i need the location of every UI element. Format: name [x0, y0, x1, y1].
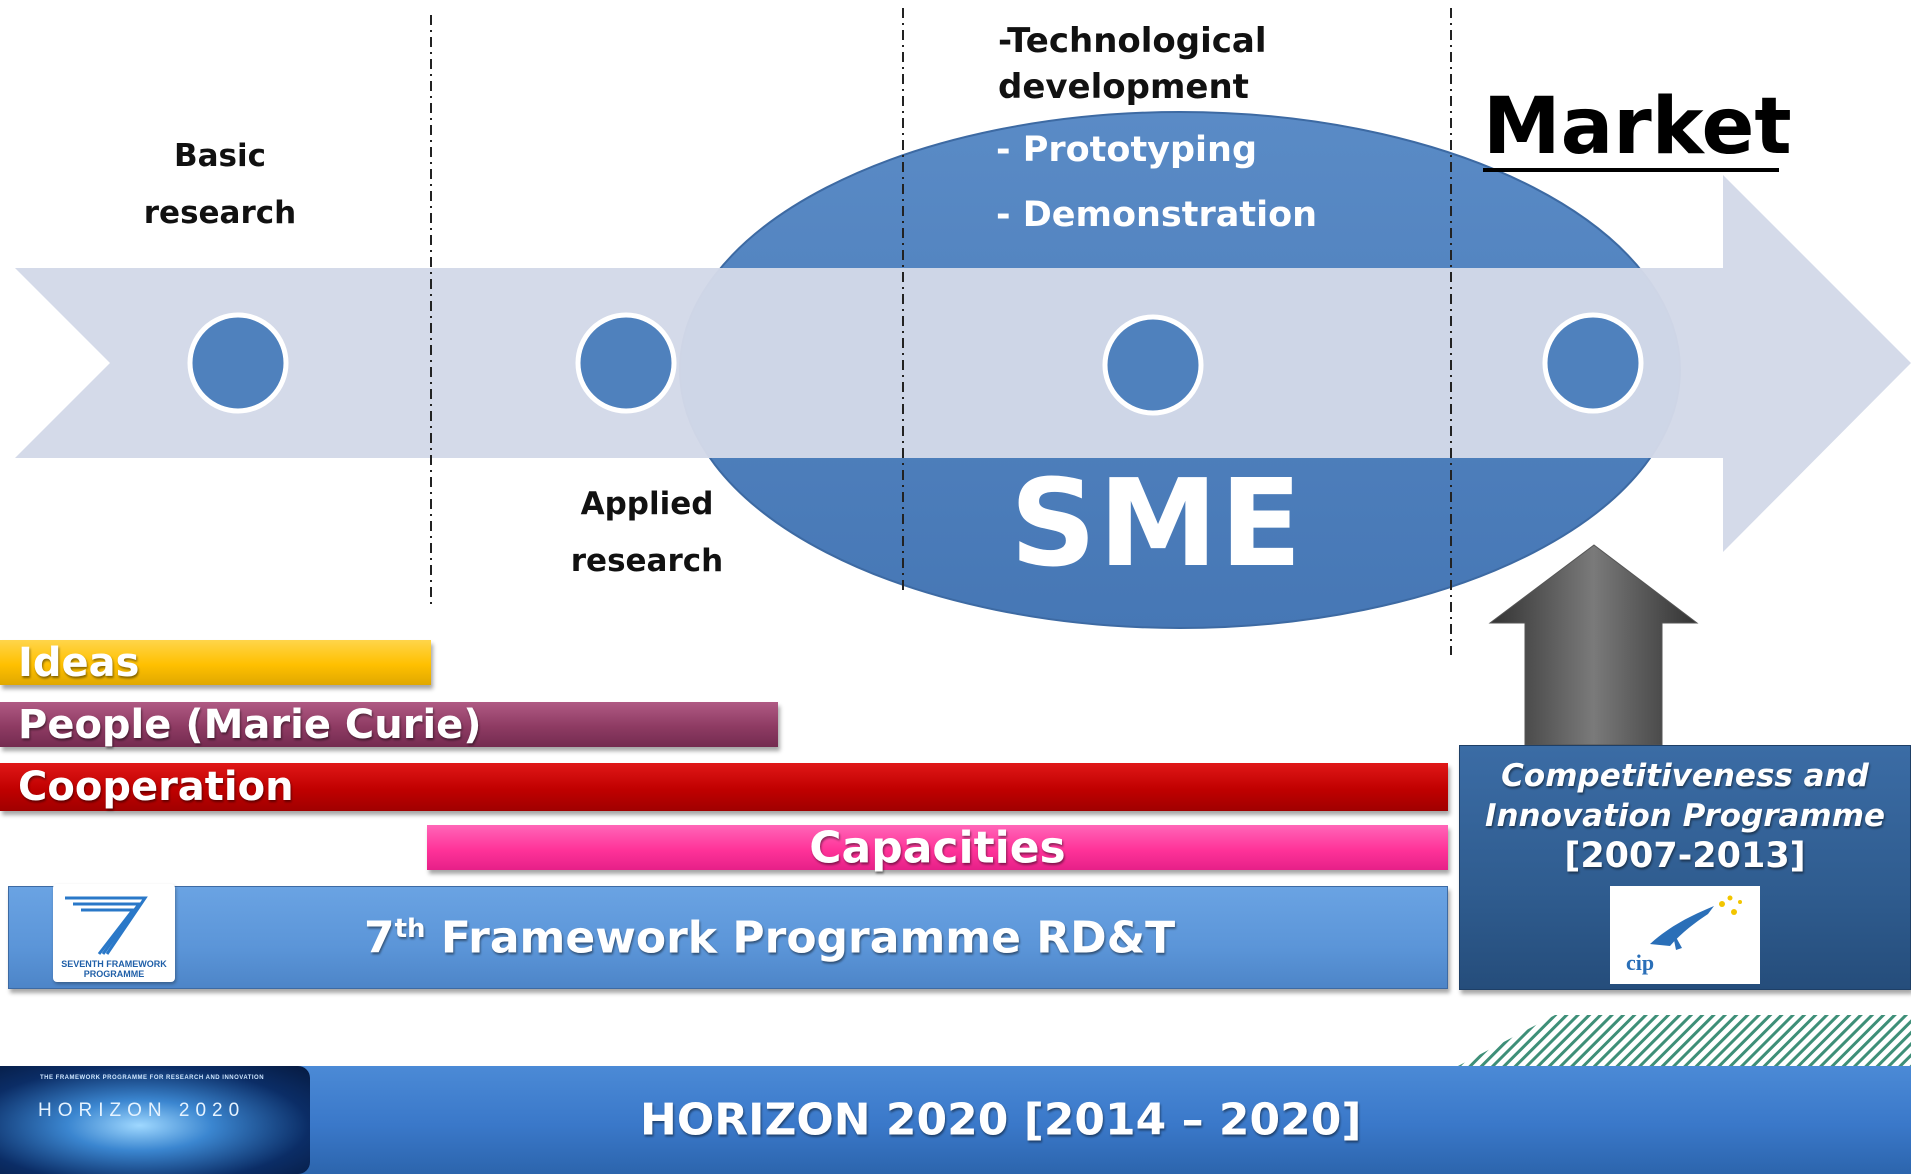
fp7-prefix: 7 [364, 912, 395, 963]
horizon-logo: THE FRAMEWORK PROGRAMME FOR RESEARCH AND… [0, 1066, 310, 1174]
prototyping-label: - Prototyping [996, 130, 1258, 170]
cip-box: Competitiveness and Innovation Programme… [1459, 745, 1911, 990]
cip-title: Competitiveness and Innovation Programme… [1460, 756, 1910, 876]
cooperation-label: Cooperation [18, 764, 294, 810]
basic-research-label: Basic research [120, 128, 320, 242]
people-label: People (Marie Curie) [18, 701, 482, 748]
fp7-title: 7th Framework Programme RD&T [364, 912, 1175, 963]
fp7-logo: SEVENTH FRAMEWORK PROGRAMME [53, 884, 175, 982]
fp7-sup: th [394, 913, 426, 944]
stage-circle-market [1542, 312, 1644, 414]
demonstration-label: - Demonstration [996, 195, 1318, 235]
market-label: Market [1483, 82, 1792, 172]
stage-circle-applied [575, 312, 677, 414]
tech-line1: -Technological [998, 21, 1267, 61]
applied-research-label: Applied research [547, 476, 747, 590]
fp7-logo-text: SEVENTH FRAMEWORK PROGRAMME [61, 959, 167, 979]
horizon-bar: THE FRAMEWORK PROGRAMME FOR RESEARCH AND… [0, 1066, 1911, 1174]
cip-logo-text: cip [1626, 950, 1655, 975]
applied-line2: research [570, 543, 724, 579]
applied-line1: Applied [580, 486, 714, 522]
basic-line2: research [143, 195, 297, 231]
cip-runner-icon [1650, 895, 1742, 950]
cip-line3: [2007-2013] [1564, 836, 1806, 876]
people-bar: People (Marie Curie) [0, 701, 778, 748]
capacities-bar: Capacities [427, 822, 1448, 873]
timeline-arrow [15, 175, 1911, 552]
up-arrow-icon [1488, 544, 1699, 746]
cip-logo: cip [1610, 886, 1760, 984]
stage-circle-basic [187, 312, 289, 414]
horizon-logo-text: HORIZON 2020 [38, 1100, 246, 1121]
stage-dividers [430, 8, 1452, 655]
tech-line2: development [998, 67, 1249, 107]
fp7-bar: SEVENTH FRAMEWORK PROGRAMME 7th Framewor… [8, 884, 1448, 989]
fp7-rest: Framework Programme RD&T [425, 912, 1176, 963]
tech-development-label: -Technological development [998, 18, 1267, 110]
stage-circle-development [1102, 314, 1204, 416]
horizon-label: HORIZON 2020 [2014 – 2020] [640, 1094, 1362, 1146]
sme-label: SME [1010, 455, 1304, 594]
cooperation-bar: Cooperation [0, 763, 1448, 811]
horizon-logo-small-text: THE FRAMEWORK PROGRAMME FOR RESEARCH AND… [40, 1075, 265, 1081]
hatch-ramp [1458, 1015, 1911, 1066]
ideas-bar: Ideas [0, 639, 431, 686]
cip-line2: Innovation Programme [1484, 798, 1886, 834]
basic-line1: Basic [173, 138, 266, 174]
fp7-seven-icon [65, 896, 148, 955]
capacities-label: Capacities [809, 822, 1066, 873]
cip-line1: Competitiveness and [1501, 758, 1869, 794]
ideas-label: Ideas [18, 639, 140, 686]
